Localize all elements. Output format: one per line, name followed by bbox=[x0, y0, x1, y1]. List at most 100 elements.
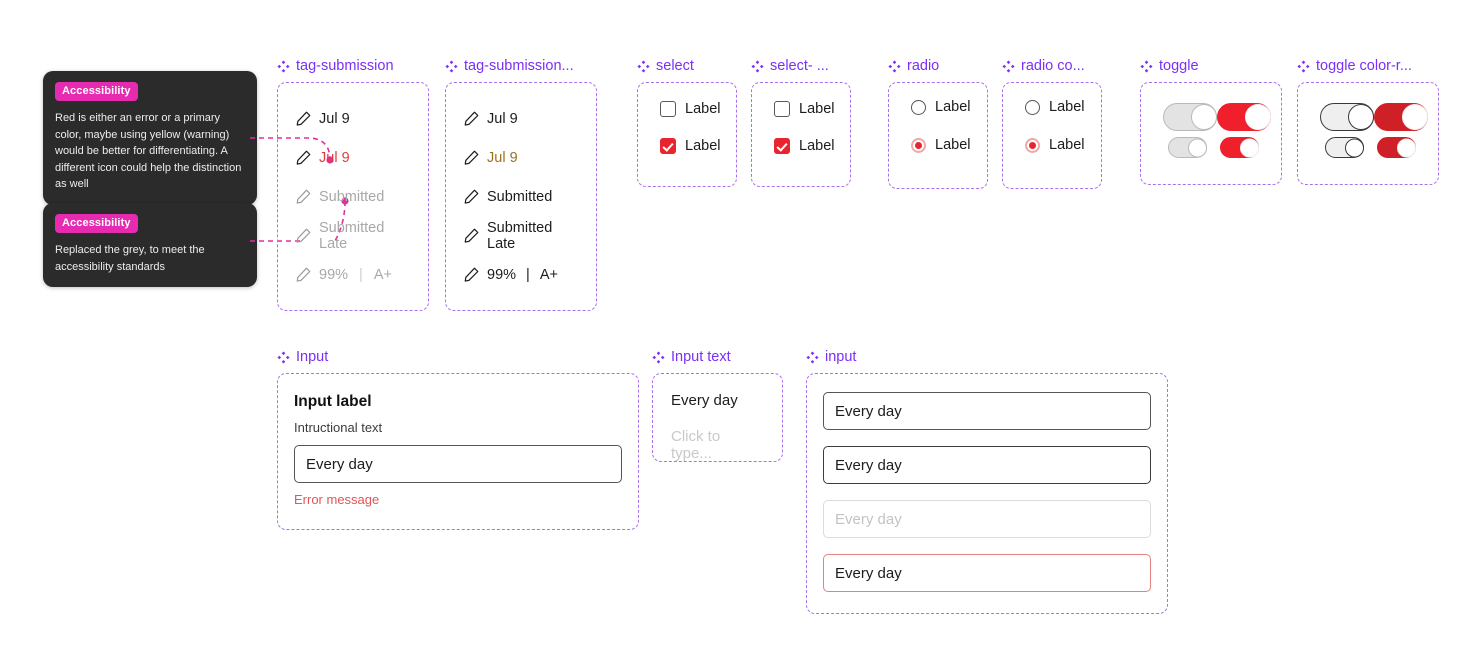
tag-text-secondary: A+ bbox=[373, 266, 392, 283]
radio-label: Label bbox=[935, 137, 971, 153]
checkbox-option[interactable]: Label bbox=[774, 138, 834, 154]
input-field-disabled: Every day bbox=[823, 500, 1151, 538]
component-label-text: select- ... bbox=[770, 58, 829, 74]
checkbox-checked-icon[interactable] bbox=[660, 138, 676, 154]
tag-text: Submitted Late bbox=[319, 219, 385, 252]
checkbox-option[interactable]: Label bbox=[660, 138, 720, 154]
component-frame: Every day Every day Every day Every day bbox=[806, 373, 1168, 614]
checkbox-option[interactable]: Label bbox=[660, 101, 720, 117]
annotation-callout-grey-replaced: Accessibility Replaced the grey, to meet… bbox=[43, 203, 257, 287]
component-radio-color: radio co... Label Label bbox=[1002, 56, 1102, 189]
tag-row[interactable]: Jul 9 bbox=[296, 99, 410, 138]
tag-text: 99% bbox=[319, 266, 349, 283]
figma-component-icon bbox=[888, 59, 901, 73]
input-field[interactable]: Every day bbox=[294, 445, 622, 483]
toggle-knob bbox=[1397, 138, 1416, 157]
input-value: Every day bbox=[835, 564, 902, 582]
component-label-text: radio co... bbox=[1021, 58, 1085, 74]
component-label-text: toggle bbox=[1159, 58, 1199, 74]
radio-label: Label bbox=[935, 99, 971, 115]
pencil-icon bbox=[296, 267, 311, 282]
tag-row[interactable]: Submitted Late bbox=[296, 216, 410, 255]
checkbox-unchecked-icon[interactable] bbox=[660, 101, 676, 117]
checkbox-unchecked-icon[interactable] bbox=[774, 101, 790, 117]
toggle-knob bbox=[1187, 138, 1207, 157]
checkbox-checked-icon[interactable] bbox=[774, 138, 790, 154]
toggle-row-large bbox=[1320, 103, 1428, 131]
input-field-error[interactable]: Every day bbox=[823, 554, 1151, 592]
figma-component-icon bbox=[1140, 59, 1153, 73]
input-text-placeholder[interactable]: Click to type... bbox=[671, 428, 721, 462]
radio-label: Label bbox=[1049, 99, 1085, 115]
toggle-on-small[interactable] bbox=[1377, 137, 1416, 158]
checkbox-option[interactable]: Label bbox=[774, 101, 834, 117]
tag-row[interactable]: 99% | A+ bbox=[296, 255, 410, 294]
component-frame: Jul 9 Jul 9 Submitted Submitted Late bbox=[277, 82, 429, 311]
component-frame: Label Label bbox=[888, 82, 988, 189]
tag-row[interactable]: Jul 9 bbox=[464, 138, 578, 177]
radio-option[interactable]: Label bbox=[911, 137, 970, 153]
pencil-icon bbox=[296, 111, 311, 126]
input-text-value[interactable]: Every day bbox=[671, 392, 738, 409]
component-tag-submission-after: tag-submission... Jul 9 Jul 9 Submitted bbox=[445, 56, 597, 311]
component-label-text: Input bbox=[296, 349, 329, 365]
tag-text: Submitted bbox=[487, 188, 553, 205]
input-error-message: Error message bbox=[294, 492, 380, 507]
component-input-text: Input text Every day Click to type... bbox=[652, 347, 783, 462]
radio-unchecked-icon[interactable] bbox=[1025, 99, 1040, 115]
component-label: select- ... bbox=[751, 56, 851, 76]
tag-row[interactable]: Submitted bbox=[296, 177, 410, 216]
input-field-default[interactable]: Every day bbox=[823, 392, 1151, 430]
checkbox-label: Label bbox=[685, 101, 721, 117]
tag-text-secondary: A+ bbox=[539, 266, 558, 283]
component-label-text: toggle color-r... bbox=[1316, 58, 1412, 74]
tag-row[interactable]: Submitted bbox=[464, 177, 578, 216]
radio-checked-icon[interactable] bbox=[911, 137, 926, 153]
toggle-on-large[interactable] bbox=[1217, 103, 1271, 131]
component-label: Input text bbox=[652, 347, 783, 367]
tag-text: Jul 9 bbox=[487, 110, 518, 127]
figma-component-icon bbox=[751, 59, 764, 73]
tag-text: Submitted bbox=[319, 188, 385, 205]
toggle-knob bbox=[1245, 104, 1271, 130]
toggle-on-large[interactable] bbox=[1374, 103, 1428, 131]
input-field-focus[interactable]: Every day bbox=[823, 446, 1151, 484]
component-select: select Label Label bbox=[637, 56, 737, 187]
annotation-tag: Accessibility bbox=[55, 82, 138, 101]
component-frame: Input label Intructional text Every day … bbox=[277, 373, 639, 530]
component-label: toggle color-r... bbox=[1297, 56, 1439, 76]
toggle-off-small[interactable] bbox=[1324, 137, 1364, 158]
tag-row[interactable]: Submitted Late bbox=[464, 216, 578, 255]
toggle-on-small[interactable] bbox=[1220, 137, 1259, 158]
component-frame: Every day Click to type... bbox=[652, 373, 783, 462]
tag-row[interactable]: Jul 9 bbox=[464, 99, 578, 138]
pencil-icon bbox=[464, 111, 479, 126]
figma-component-icon bbox=[637, 59, 650, 73]
component-label-text: tag-submission bbox=[296, 58, 394, 74]
radio-option[interactable]: Label bbox=[911, 99, 970, 115]
tag-row[interactable]: Jul 9 bbox=[296, 138, 410, 177]
tag-row[interactable]: 99% | A+ bbox=[464, 255, 578, 294]
toggle-off-large[interactable] bbox=[1320, 103, 1374, 131]
radio-checked-icon[interactable] bbox=[1025, 137, 1040, 153]
component-input-stack: input Every day Every day Every day Ever… bbox=[806, 347, 1168, 614]
toggle-row-large bbox=[1163, 103, 1271, 131]
toggle-knob bbox=[1344, 138, 1364, 157]
toggle-off-small[interactable] bbox=[1167, 137, 1207, 158]
radio-option[interactable]: Label bbox=[1025, 137, 1084, 153]
input-value: Every day bbox=[306, 455, 373, 473]
component-label: select bbox=[637, 56, 737, 76]
figma-component-icon bbox=[652, 350, 665, 364]
toggle-off-large[interactable] bbox=[1163, 103, 1217, 131]
figma-component-icon bbox=[1297, 59, 1310, 73]
annotation-tag: Accessibility bbox=[55, 214, 138, 233]
component-tag-submission-before: tag-submission Jul 9 Jul 9 Submitted bbox=[277, 56, 429, 311]
pencil-icon bbox=[296, 189, 311, 204]
figma-component-icon bbox=[806, 350, 819, 364]
radio-option[interactable]: Label bbox=[1025, 99, 1084, 115]
radio-unchecked-icon[interactable] bbox=[911, 99, 926, 115]
tag-text: Jul 9 bbox=[319, 149, 350, 166]
component-frame: Jul 9 Jul 9 Submitted Submitted Late bbox=[445, 82, 597, 311]
toggle-knob bbox=[1348, 104, 1374, 130]
component-frame bbox=[1140, 82, 1282, 185]
